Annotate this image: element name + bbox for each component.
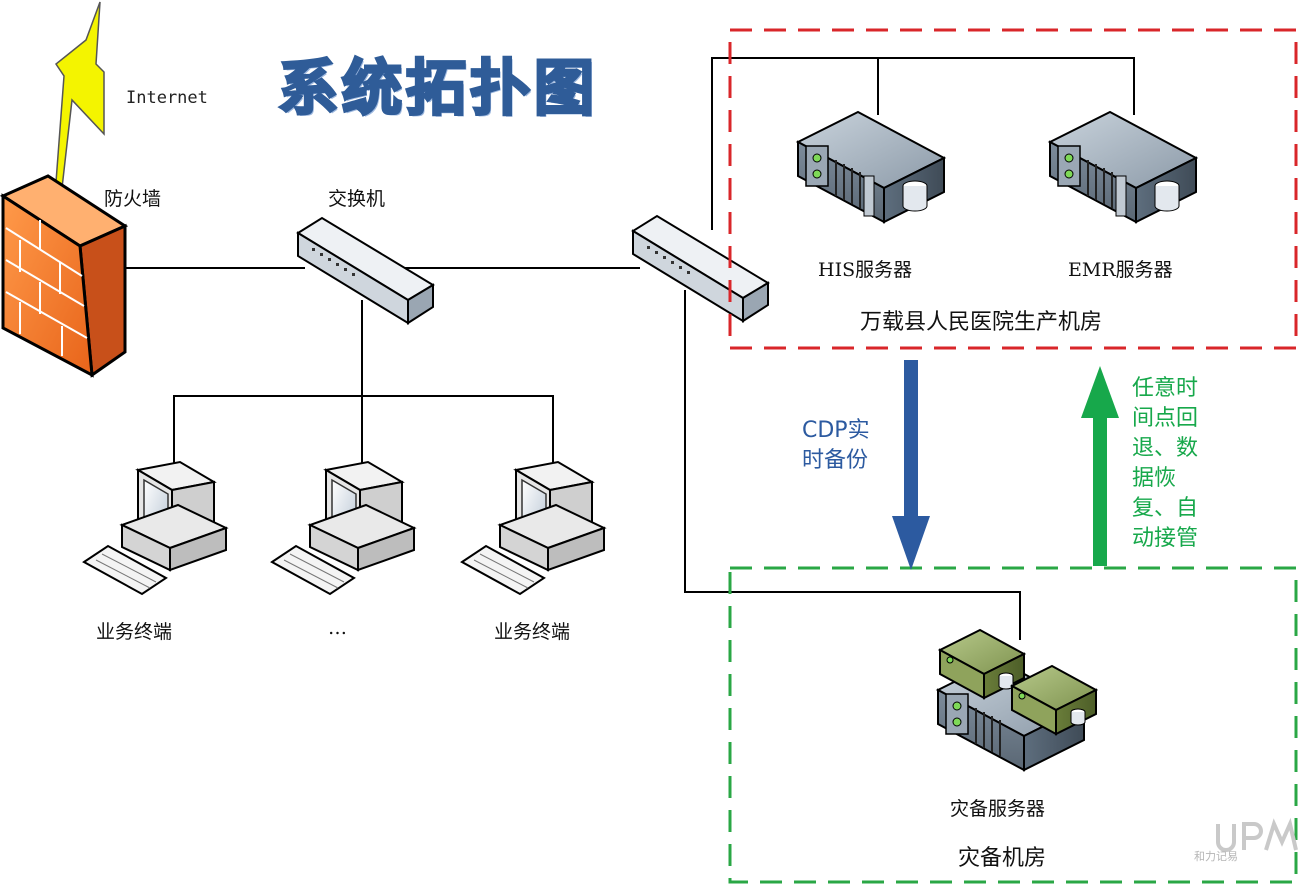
production-room-label: 万载县人民医院生产机房 bbox=[860, 310, 1103, 335]
firewall-label: 防火墙 bbox=[104, 188, 162, 210]
computer-icon-2 bbox=[271, 461, 415, 595]
lightning-icon bbox=[54, 1, 105, 190]
watermark-logo bbox=[1216, 817, 1298, 852]
restore-arrow bbox=[1081, 366, 1119, 566]
dr-room-label: 灾备机房 bbox=[958, 846, 1047, 871]
restore-note-line: 复、自 bbox=[1132, 496, 1199, 521]
his-server-icon bbox=[795, 110, 947, 224]
switch-icon-1 bbox=[296, 216, 435, 325]
production-room-border bbox=[728, 28, 1298, 350]
restore-note-line: 间点回 bbox=[1132, 406, 1199, 431]
cdp-backup-arrow bbox=[892, 360, 930, 570]
dr-server-link bbox=[684, 290, 1021, 640]
switch-icon-2 bbox=[631, 214, 770, 323]
terminal-label-middle: … bbox=[328, 617, 347, 639]
restore-note-line: 任意时 bbox=[1132, 376, 1199, 401]
restore-note-line: 据恢 bbox=[1132, 466, 1177, 491]
watermark-text: 和力记易 bbox=[1194, 850, 1238, 863]
restore-note: 任意时 间点回 退、数 据恢 复、自 动接管 bbox=[1132, 374, 1198, 554]
internet-label: Internet bbox=[126, 88, 208, 108]
terminal-label-right: 业务终端 bbox=[494, 621, 571, 643]
computer-icon-1 bbox=[82, 460, 229, 596]
cdp-note-line: CDP实 bbox=[802, 418, 870, 443]
terminal-label-left: 业务终端 bbox=[96, 621, 173, 643]
emr-server-label: EMR服务器 bbox=[1068, 259, 1173, 281]
computer-icon-3 bbox=[461, 461, 605, 595]
diagram-title: 系统拓扑图 bbox=[277, 53, 598, 126]
restore-note-line: 退、数 bbox=[1132, 436, 1199, 461]
dr-server-label: 灾备服务器 bbox=[950, 798, 1046, 820]
switch-label: 交换机 bbox=[328, 188, 386, 210]
firewall-icon bbox=[0, 174, 129, 378]
dr-room-border bbox=[728, 566, 1298, 884]
restore-note-line: 动接管 bbox=[1132, 526, 1199, 551]
connection-lines bbox=[120, 57, 1135, 640]
cdp-note-line: 时备份 bbox=[802, 448, 869, 473]
production-server-bus bbox=[711, 57, 1135, 230]
terminals-bus bbox=[173, 395, 554, 470]
dr-server-icon bbox=[935, 628, 1099, 772]
his-server-label: HIS服务器 bbox=[818, 259, 913, 281]
emr-server-icon bbox=[1049, 111, 1197, 223]
cdp-backup-note: CDP实 时备份 bbox=[802, 416, 870, 476]
